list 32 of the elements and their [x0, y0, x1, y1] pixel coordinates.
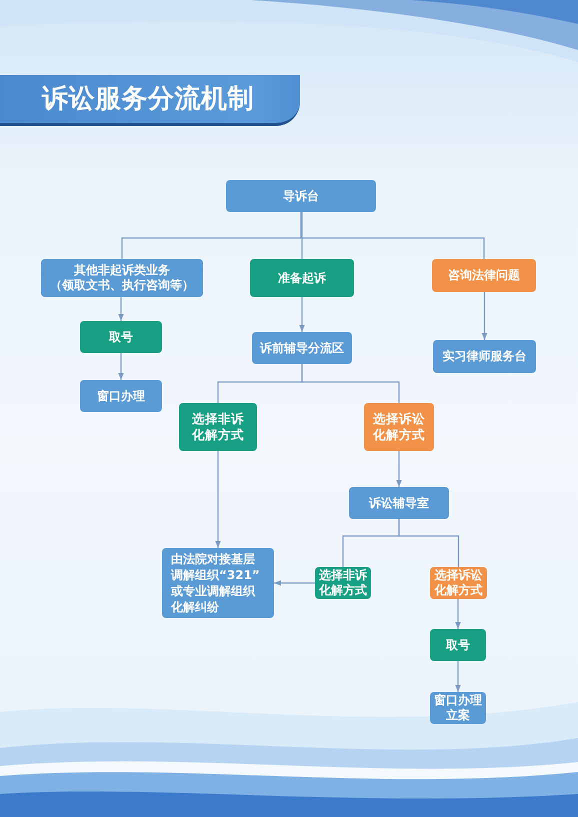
process-box: 取号: [80, 321, 162, 353]
connector-line: [300, 212, 485, 259]
arrow: [118, 297, 124, 321]
arrow: [274, 580, 315, 586]
arrow: [455, 661, 461, 692]
process-box: 选择诉讼化解方式: [430, 567, 487, 599]
arrow: [118, 353, 124, 380]
connector-line: [398, 519, 460, 567]
process-box: 诉讼辅导室: [349, 487, 449, 519]
process-box: 实习律师服务台: [433, 340, 536, 373]
process-box: 窗口办理: [80, 380, 162, 412]
process-box: 准备起诉: [250, 259, 354, 297]
arrow: [482, 292, 488, 340]
arrow: [215, 451, 221, 548]
process-box: 选择诉讼化解方式: [364, 403, 434, 451]
title-banner: 诉讼服务分流机制: [0, 75, 300, 126]
process-box: 导诉台: [226, 180, 376, 212]
heading-text: 其他非起诉类业务: [74, 263, 170, 278]
process-box: 由法院对接基层调解组织“321”或专业调解组织化解纠纷: [162, 548, 274, 618]
process-box: 选择非诉化解方式: [179, 403, 257, 451]
note-text: （领取文书、执行咨询等）: [50, 278, 194, 293]
process-box: 窗口办理立案: [430, 692, 486, 724]
connector-line: [301, 364, 400, 403]
process-box: 诉前辅导分流区: [252, 332, 352, 364]
connector-line: [301, 212, 303, 259]
arrow: [396, 451, 402, 487]
arrow: [455, 599, 461, 629]
process-box: 咨询法律问题: [432, 259, 536, 292]
process-box: 选择非诉化解方式: [315, 567, 371, 599]
arrow: [299, 297, 305, 332]
process-box: 取号: [430, 629, 486, 661]
process-box: [41, 259, 203, 297]
